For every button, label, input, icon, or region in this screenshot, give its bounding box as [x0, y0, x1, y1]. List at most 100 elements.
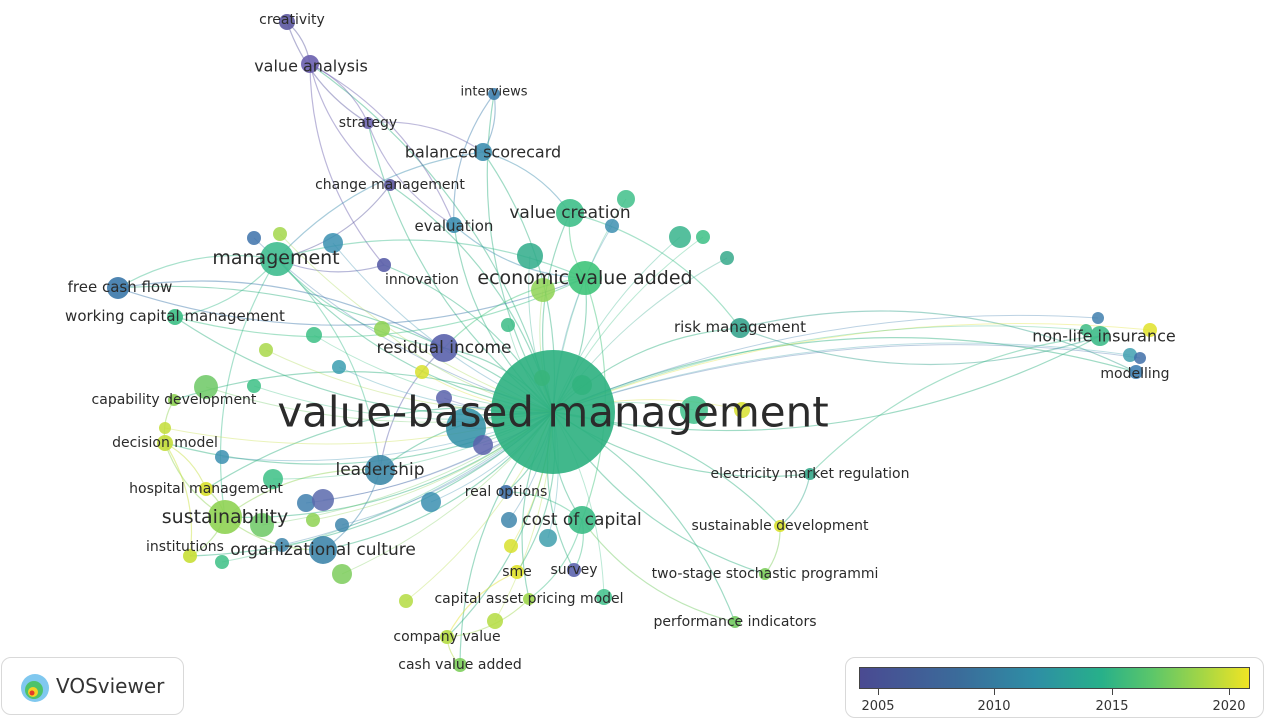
minor-node[interactable]	[501, 512, 517, 528]
minor-node[interactable]	[680, 396, 708, 424]
minor-node[interactable]	[605, 219, 619, 233]
node-label-performance-ind[interactable]: performance indicators	[653, 614, 816, 630]
minor-node[interactable]	[332, 564, 352, 584]
minor-node[interactable]	[247, 379, 261, 393]
minor-node[interactable]	[312, 489, 334, 511]
node-label-leadership[interactable]: leadership	[336, 460, 425, 480]
node-cash-value-added[interactable]	[453, 658, 467, 672]
node-label-survey[interactable]: survey	[550, 562, 597, 578]
node-vbm[interactable]	[491, 350, 615, 474]
node-interviews[interactable]	[488, 88, 500, 100]
minor-node[interactable]	[501, 318, 515, 332]
node-real-options[interactable]	[499, 485, 513, 499]
minor-node[interactable]	[275, 538, 289, 552]
node-risk-mgmt[interactable]	[730, 318, 750, 338]
node-label-decision-model[interactable]: decision model	[112, 435, 218, 451]
minor-node[interactable]	[1123, 348, 1137, 362]
minor-node[interactable]	[487, 613, 503, 629]
minor-node[interactable]	[617, 190, 635, 208]
node-org-culture[interactable]	[309, 536, 337, 564]
minor-node[interactable]	[720, 251, 734, 265]
node-label-sme[interactable]: sme	[502, 564, 532, 580]
node-capability-dev[interactable]	[168, 394, 180, 406]
minor-node[interactable]	[596, 589, 612, 605]
node-electricity[interactable]	[804, 468, 816, 480]
node-strategy[interactable]	[362, 117, 374, 129]
node-label-sustainability[interactable]: sustainability	[162, 506, 289, 528]
minor-node[interactable]	[259, 343, 273, 357]
minor-node[interactable]	[306, 327, 322, 343]
minor-node[interactable]	[415, 365, 429, 379]
node-eva[interactable]	[568, 261, 602, 295]
node-two-stage[interactable]	[759, 568, 771, 580]
node-leadership[interactable]	[365, 455, 395, 485]
node-label-risk-mgmt[interactable]: risk management	[674, 318, 806, 336]
node-innovation[interactable]	[377, 258, 391, 272]
node-value-analysis[interactable]	[301, 55, 319, 73]
node-label-strategy[interactable]: strategy	[339, 115, 397, 131]
node-non-life[interactable]	[1090, 326, 1110, 346]
node-capm[interactable]	[523, 593, 535, 605]
node-institutions[interactable]	[183, 549, 197, 563]
minor-node[interactable]	[473, 435, 493, 455]
node-label-hospital-mgmt[interactable]: hospital management	[129, 481, 283, 497]
node-residual-income[interactable]	[430, 334, 458, 362]
node-label-change-management[interactable]: change management	[315, 177, 465, 193]
minor-node[interactable]	[273, 227, 287, 241]
node-value-creation[interactable]	[556, 199, 584, 227]
node-label-value-analysis[interactable]: value analysis	[254, 57, 368, 76]
minor-node[interactable]	[215, 555, 229, 569]
minor-node[interactable]	[421, 492, 441, 512]
minor-node[interactable]	[332, 360, 346, 374]
node-label-value-creation[interactable]: value creation	[509, 203, 630, 223]
node-label-two-stage[interactable]: two-stage stochastic programmi	[652, 566, 879, 582]
node-label-interviews[interactable]: interviews	[461, 85, 528, 100]
node-label-evaluation[interactable]: evaluation	[415, 217, 494, 235]
node-creativity[interactable]	[279, 14, 295, 30]
node-label-non-life[interactable]: non-life insurance	[1032, 327, 1176, 346]
node-company-value[interactable]	[440, 630, 454, 644]
minor-node[interactable]	[335, 518, 349, 532]
node-management[interactable]	[260, 242, 294, 276]
node-label-capm[interactable]: capital asset pricing model	[434, 591, 623, 607]
node-sustainable-dev[interactable]	[774, 520, 786, 532]
minor-node[interactable]	[1092, 312, 1104, 324]
node-wcm[interactable]	[167, 309, 183, 325]
node-label-management[interactable]: management	[212, 247, 339, 269]
node-label-residual-income[interactable]: residual income	[376, 338, 511, 358]
minor-node[interactable]	[323, 233, 343, 253]
node-change-management[interactable]	[384, 179, 396, 191]
minor-node[interactable]	[1143, 323, 1157, 337]
node-label-fcf[interactable]: free cash flow	[68, 278, 173, 296]
node-label-electricity[interactable]: electricity market regulation	[710, 466, 909, 482]
minor-node[interactable]	[669, 226, 691, 248]
minor-node[interactable]	[696, 230, 710, 244]
node-label-cash-value-added[interactable]: cash value added	[398, 657, 521, 673]
node-label-company-value[interactable]: company value	[393, 629, 500, 645]
node-label-real-options[interactable]: real options	[465, 484, 548, 500]
minor-node[interactable]	[504, 539, 518, 553]
node-label-institutions[interactable]: institutions	[146, 539, 224, 555]
node-hospital-mgmt[interactable]	[199, 482, 213, 496]
node-sme[interactable]	[510, 565, 524, 579]
node-label-modelling[interactable]: modelling	[1100, 366, 1169, 382]
minor-node[interactable]	[531, 278, 555, 302]
minor-node[interactable]	[374, 321, 390, 337]
node-balanced-scorecard[interactable]	[474, 143, 492, 161]
minor-node[interactable]	[297, 494, 315, 512]
node-sustainability[interactable]	[208, 500, 242, 534]
minor-node[interactable]	[250, 513, 274, 537]
minor-node[interactable]	[539, 529, 557, 547]
minor-node[interactable]	[399, 594, 413, 608]
minor-node[interactable]	[159, 422, 171, 434]
node-decision-model[interactable]	[157, 435, 173, 451]
minor-node[interactable]	[517, 243, 543, 269]
node-label-cost-of-capital[interactable]: cost of capital	[522, 510, 642, 530]
minor-node[interactable]	[1134, 352, 1146, 364]
node-label-sustainable-dev[interactable]: sustainable development	[691, 518, 869, 534]
node-label-balanced-scorecard[interactable]: balanced scorecard	[405, 143, 561, 162]
minor-node[interactable]	[734, 402, 750, 418]
node-label-capability-dev[interactable]: capability development	[92, 392, 257, 408]
node-cost-of-capital[interactable]	[568, 506, 596, 534]
minor-node[interactable]	[306, 513, 320, 527]
